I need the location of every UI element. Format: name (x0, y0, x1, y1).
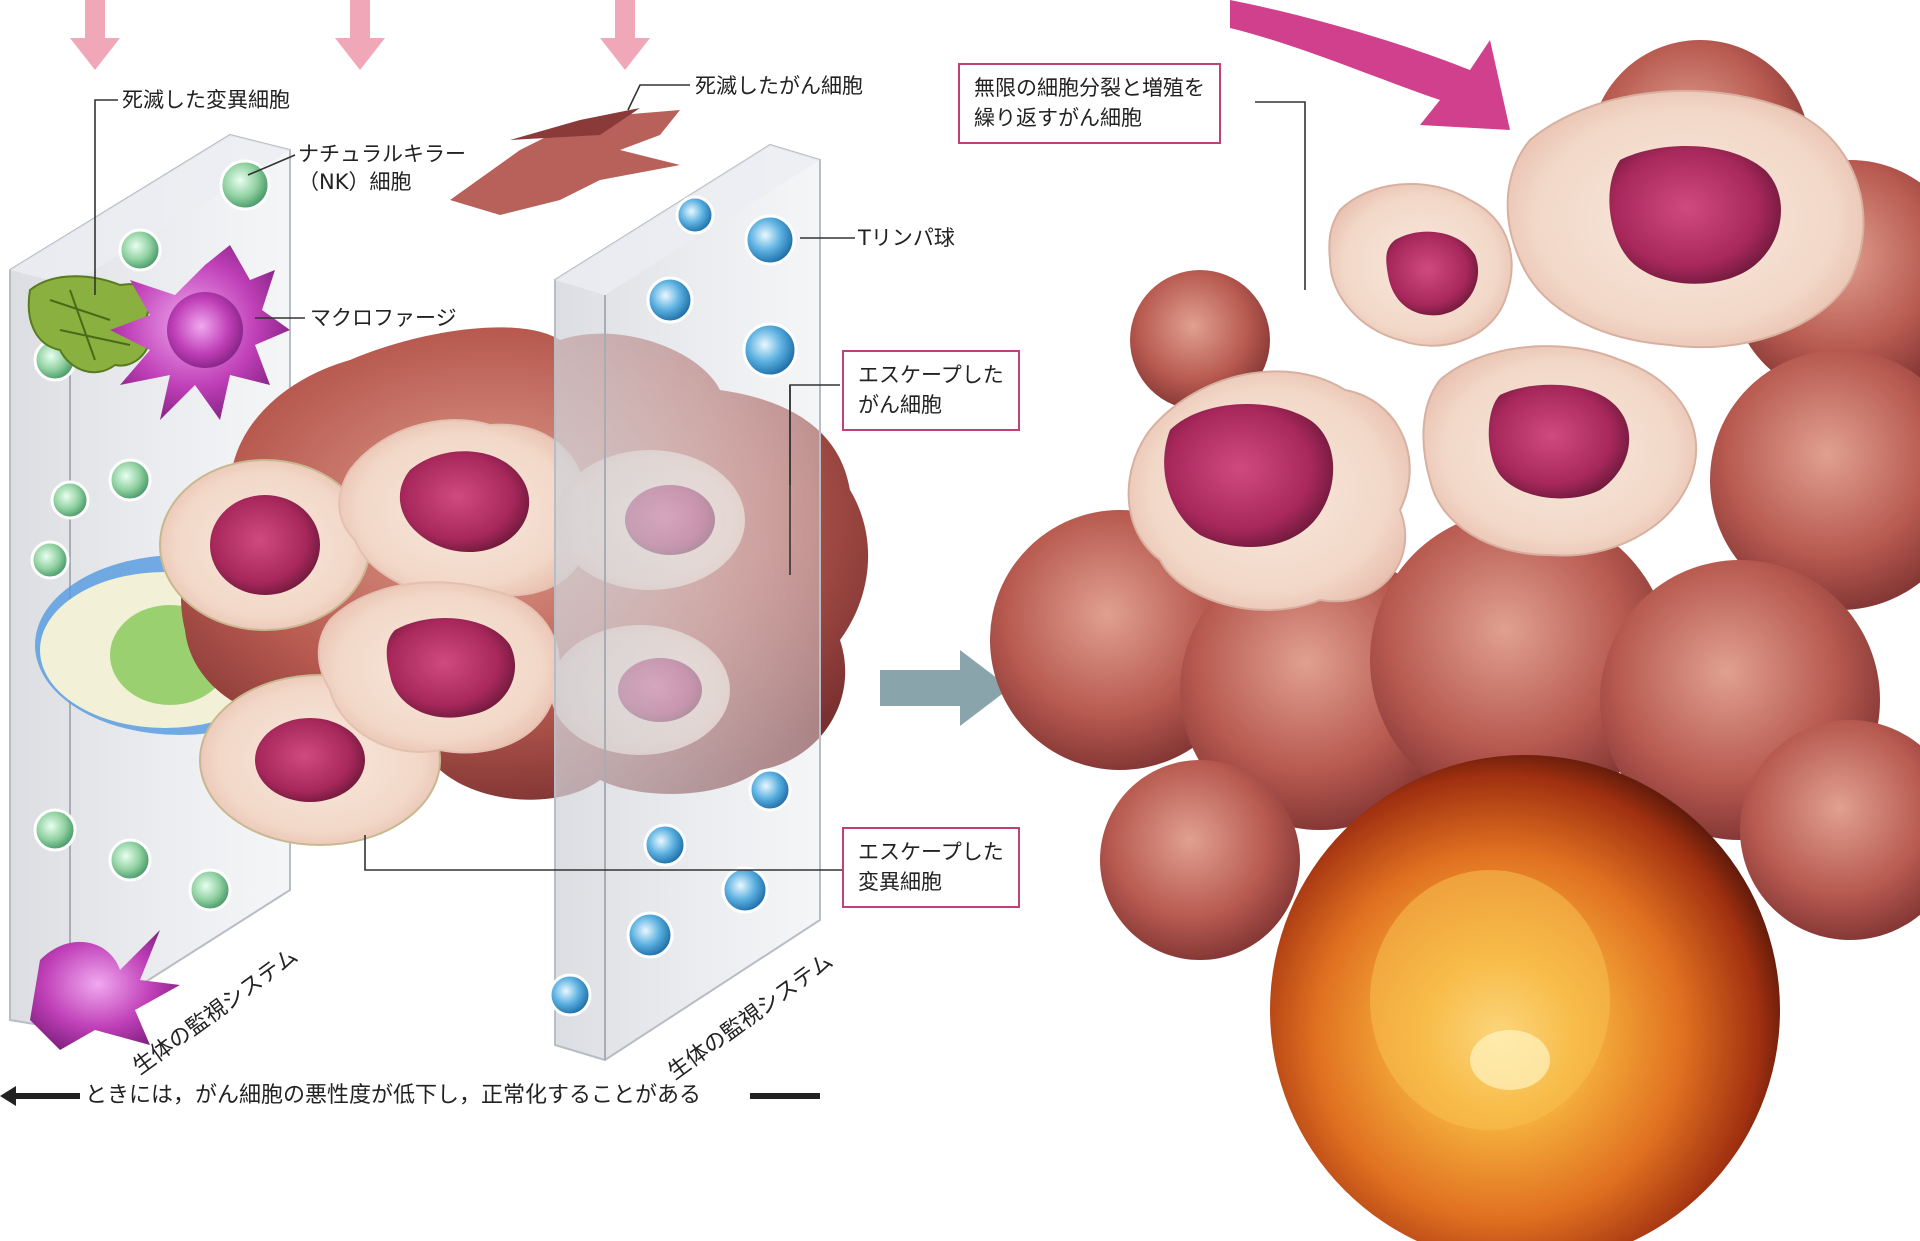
proliferating-cancer-cell (1129, 371, 1410, 610)
callout-proliferating-line1: 無限の細胞分裂と増殖を (974, 73, 1205, 103)
t-lymphocyte (645, 825, 685, 865)
label-t-lymphocyte: Tリンパ球 (858, 224, 955, 252)
nk-cell (221, 161, 269, 209)
t-lymphocyte (750, 770, 790, 810)
label-macrophage: マクロファージ (310, 304, 457, 332)
caption-text: ときには，がん細胞の悪性度が低下し，正常化することがある (85, 1078, 701, 1114)
nk-cell (32, 542, 68, 578)
endoscopy-image (1270, 755, 1780, 1241)
down-arrow-icon (70, 0, 120, 70)
label-nk-cell-line2: （NK）細胞 (298, 168, 466, 196)
surveillance-panel-front (555, 145, 820, 1060)
label-dead-mutant-cell: 死滅した変異細胞 (122, 86, 290, 114)
callout-proliferating-line2: 繰り返すがん細胞 (974, 103, 1205, 133)
nk-cell (120, 230, 160, 270)
callout-escaped-mutant-line1: エスケープした (858, 837, 1004, 867)
callout-proliferating-cancer-cell: 無限の細胞分裂と増殖を 繰り返すがん細胞 (958, 63, 1221, 144)
t-lymphocyte (628, 913, 672, 957)
proliferating-cancer-cell (1508, 91, 1864, 347)
nk-cell (35, 810, 75, 850)
curved-arrow-icon (1230, 0, 1510, 130)
nk-cell (52, 482, 88, 518)
callout-escaped-mutant-cell: エスケープした 変異細胞 (842, 827, 1020, 908)
t-lymphocyte (746, 216, 794, 264)
label-dead-cancer-cell: 死滅したがん細胞 (695, 72, 863, 100)
proliferating-cancer-cell (1423, 346, 1696, 555)
t-lymphocyte (677, 197, 713, 233)
callout-escaped-mutant-line2: 変異細胞 (858, 867, 1004, 897)
right-arrow-icon (880, 650, 1010, 726)
label-nk-cell-line1: ナチュラルキラー (298, 140, 466, 168)
mutant-cell (160, 460, 370, 630)
label-nk-cell: ナチュラルキラー （NK）細胞 (298, 140, 466, 197)
down-arrow-icon (335, 0, 385, 70)
nk-cell (190, 870, 230, 910)
caption-row: ときには，がん細胞の悪性度が低下し，正常化することがある (0, 1078, 830, 1114)
caption-end-bar (750, 1084, 820, 1108)
callout-escaped-cancer-cell: エスケープした がん細胞 (842, 350, 1020, 431)
left-arrow-icon (0, 1084, 80, 1108)
t-lymphocyte (744, 324, 796, 376)
t-lymphocyte (648, 278, 692, 322)
nk-cell (110, 840, 150, 880)
callout-escaped-cancer-line1: エスケープした (858, 360, 1004, 390)
nk-cell (110, 460, 150, 500)
callout-escaped-cancer-line2: がん細胞 (858, 390, 1004, 420)
dead-cancer-cell (450, 108, 680, 215)
t-lymphocyte (550, 975, 590, 1015)
t-lymphocyte (723, 868, 767, 912)
down-arrow-icon (600, 0, 650, 70)
proliferating-cancer-cell (1329, 184, 1511, 346)
cancer-cell (319, 582, 559, 752)
